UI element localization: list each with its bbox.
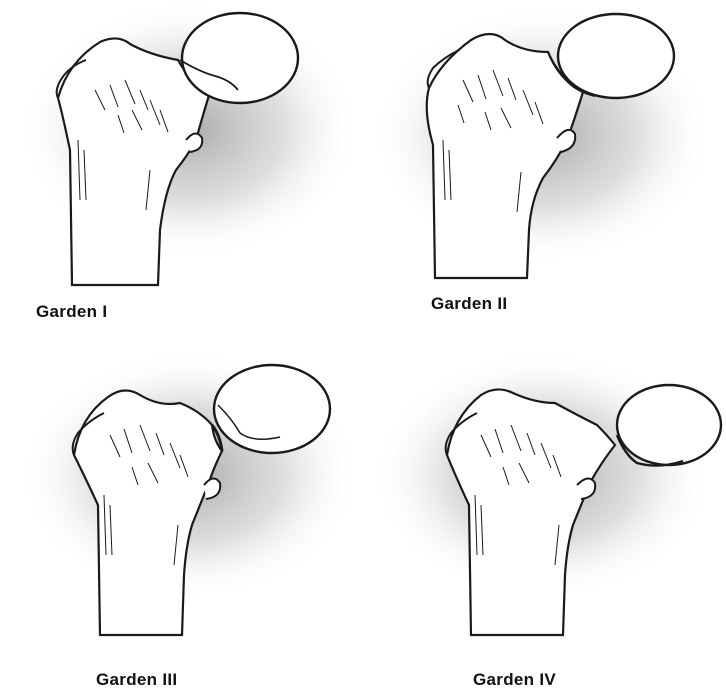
panel-garden-1: Garden I [0, 0, 363, 345]
panel-garden-4: Garden IV [363, 345, 726, 691]
caption-garden-1: Garden I [36, 302, 107, 322]
panel-garden-2: Garden II [363, 0, 726, 345]
caption-garden-4: Garden IV [473, 670, 556, 690]
caption-garden-3: Garden III [96, 670, 177, 690]
panel-garden-3: Garden III [0, 345, 363, 691]
caption-garden-2: Garden II [431, 294, 507, 314]
femur-illustration-garden-3 [0, 345, 363, 691]
femur-illustration-garden-1 [0, 0, 363, 345]
femur-illustration-garden-4 [363, 345, 726, 691]
femur-illustration-garden-2 [363, 0, 726, 345]
